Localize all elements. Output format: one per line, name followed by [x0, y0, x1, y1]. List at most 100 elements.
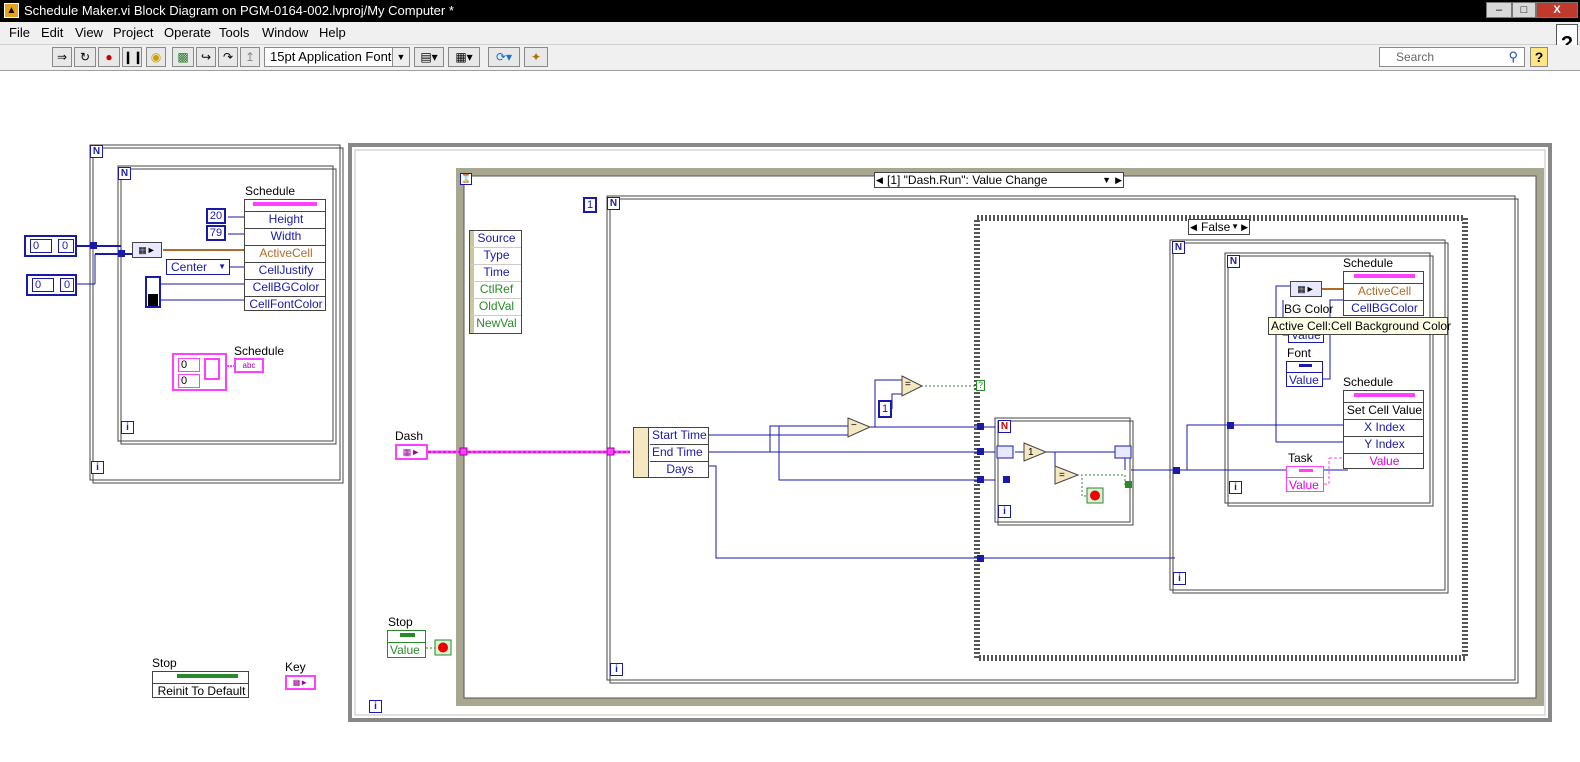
property-node-right-top[interactable]: ActiveCell CellBGColor	[1343, 271, 1424, 316]
event-newval[interactable]: NewVal	[476, 316, 517, 330]
prop-cell-font-color[interactable]: CellFontColor	[249, 297, 323, 311]
key-label: Key	[285, 660, 306, 674]
justify-enum-constant[interactable]: Center ▼	[166, 259, 230, 275]
task-property-node[interactable]: Value	[1286, 466, 1324, 492]
abort-icon[interactable]: ●	[98, 47, 120, 67]
event-ctlref[interactable]: CtlRef	[470, 282, 521, 299]
while-loop-n-label: N	[998, 420, 1011, 433]
menu-view[interactable]: View	[75, 25, 103, 40]
search-icon: ⚲	[1508, 49, 1518, 64]
array-const-c[interactable]: 0 0	[172, 353, 227, 391]
reinit-to-default[interactable]: Reinit To Default	[157, 684, 246, 698]
dash-terminal[interactable]: ▦►	[395, 444, 428, 460]
bundle-node-left[interactable]: ▦►	[132, 242, 162, 258]
search-input[interactable]: Search ⚲	[1379, 47, 1525, 67]
invoke-value[interactable]: Value	[1369, 454, 1400, 468]
highlight-execution-icon[interactable]: ◉	[146, 47, 166, 67]
font-node-color-bar	[1299, 364, 1312, 367]
task-label: Task	[1288, 451, 1313, 465]
reorder-icon[interactable]: ⟳▾	[488, 47, 520, 67]
pause-icon[interactable]: ❙❙	[122, 47, 143, 67]
event-time[interactable]: Time	[470, 265, 521, 282]
invoke-x-index[interactable]: X Index	[1344, 420, 1423, 437]
font-property-node[interactable]: Value	[1286, 361, 1323, 387]
reinit-property-node[interactable]: Reinit To Default	[152, 671, 249, 698]
help-button[interactable]: ?	[1530, 47, 1548, 67]
toolbar: ⇒ ↻ ● ❙❙ ◉ ▩ ↪ ↷ ↥ 15pt Application Font…	[0, 45, 1580, 71]
unbundle-days[interactable]: Days	[666, 462, 694, 476]
run-continuously-icon[interactable]: ↻	[74, 47, 96, 67]
prop-cell-justify[interactable]: CellJustify	[245, 263, 325, 280]
prop-height[interactable]: Height	[245, 212, 325, 229]
key-terminal[interactable]: ▦►	[285, 675, 316, 690]
close-button[interactable]: X	[1536, 2, 1578, 18]
prop-cell-bg-color[interactable]: CellBGColor	[245, 280, 325, 297]
font-value-term[interactable]: Value	[1289, 373, 1319, 387]
invoke-set-cell-value[interactable]: Set Cell Value	[1344, 403, 1423, 420]
prop-width[interactable]: Width	[245, 229, 325, 246]
stop-property-node[interactable]: Value	[387, 630, 426, 658]
boolean-indicator[interactable]: ?	[976, 380, 985, 391]
step-over-icon[interactable]: ↷	[218, 47, 238, 67]
bundle-node-right[interactable]: ▦►	[1290, 281, 1322, 297]
menu-edit[interactable]: Edit	[41, 25, 64, 40]
event-type[interactable]: Type	[470, 248, 521, 265]
case-next-icon: ▶	[1241, 222, 1248, 232]
menu-project[interactable]: Project	[113, 25, 154, 40]
array-const-a-value: 0	[58, 239, 74, 253]
subtract-operator: −	[851, 420, 857, 431]
block-diagram-canvas[interactable]: N N i i 0 0 0 0 ▦► Schedule Height Width…	[0, 71, 1580, 762]
property-node-color-bar	[253, 202, 317, 206]
property-node-right-bottom[interactable]: Set Cell Value X Index Y Index Value	[1343, 390, 1424, 469]
right-inner-i-label: i	[1229, 481, 1242, 494]
array-const-a[interactable]: 0 0	[24, 235, 77, 257]
menu-file[interactable]: File	[9, 25, 30, 40]
align-objects-icon[interactable]: ▤▾	[414, 47, 444, 67]
step-into-icon[interactable]: ↪	[196, 47, 216, 67]
case-false-label: False	[1201, 220, 1231, 234]
tooltip-text: Active Cell:Cell Background Color	[1271, 319, 1452, 333]
prop-active-cell[interactable]: ActiveCell	[245, 246, 325, 263]
array-const-b[interactable]: 0 0	[26, 274, 77, 296]
unbundle-start-time[interactable]: Start Time	[650, 428, 708, 445]
outer-for-loop-left	[89, 144, 344, 484]
step-out-icon[interactable]: ↥	[240, 47, 260, 67]
cleanup-diagram-icon[interactable]: ✦	[524, 47, 548, 67]
event-oldval[interactable]: OldVal	[470, 299, 521, 316]
right-prop-active-cell[interactable]: ActiveCell	[1344, 284, 1423, 301]
unbundle-bar	[634, 428, 649, 477]
menu-window[interactable]: Window	[262, 25, 309, 40]
maximize-button[interactable]: □	[1512, 2, 1536, 18]
distribute-objects-icon[interactable]: ▦▾	[448, 47, 480, 67]
event-loop-i-label: i	[369, 700, 382, 713]
height-constant[interactable]: 20	[206, 208, 226, 224]
unbundle-node[interactable]: Start Time End Time Days	[633, 427, 709, 478]
chevron-down-icon: ▼	[218, 262, 226, 271]
event-data-node[interactable]: Source Type Time CtlRef OldVal NewVal	[469, 230, 522, 334]
run-arrow-icon[interactable]: ⇒	[52, 47, 72, 67]
menu-operate[interactable]: Operate	[164, 25, 211, 40]
event-source[interactable]: Source	[470, 231, 521, 248]
unbundle-end-time[interactable]: End Time	[650, 445, 708, 462]
right-outer-i-label: i	[1173, 572, 1186, 585]
loop-count-constant[interactable]: 1	[583, 197, 597, 213]
width-constant[interactable]: 79	[206, 225, 226, 241]
invoke-y-index[interactable]: Y Index	[1344, 437, 1423, 454]
case-selector-false[interactable]: ◀ False ▼ ▶	[1188, 219, 1250, 235]
menu-help[interactable]: Help	[319, 25, 346, 40]
minimize-button[interactable]: ‒	[1486, 2, 1512, 18]
equal-operator-bottom: =	[1059, 470, 1065, 481]
stop-value-term[interactable]: Value	[390, 643, 420, 657]
task-value-term[interactable]: Value	[1289, 478, 1319, 492]
array-const-b-index: 0	[32, 278, 54, 292]
event-case-selector[interactable]: ◀ [1] "Dash.Run": Value Change ▼ ▶	[874, 172, 1124, 188]
title-bar: ▲ Schedule Maker.vi Block Diagram on PGM…	[0, 0, 1580, 22]
menu-tools[interactable]: Tools	[219, 25, 250, 40]
const-one-compare[interactable]: 1	[878, 400, 892, 418]
font-select[interactable]: 15pt Application Font ▼	[264, 47, 410, 67]
right-prop-cell-bg-color[interactable]: CellBGColor	[1351, 301, 1418, 315]
string-indicator-schedule[interactable]: abc	[234, 358, 264, 373]
property-node-left[interactable]: Height Width ActiveCell CellJustify Cell…	[244, 199, 326, 311]
retain-wire-values-icon[interactable]: ▩	[172, 47, 194, 67]
color-box-constant[interactable]	[145, 276, 161, 308]
